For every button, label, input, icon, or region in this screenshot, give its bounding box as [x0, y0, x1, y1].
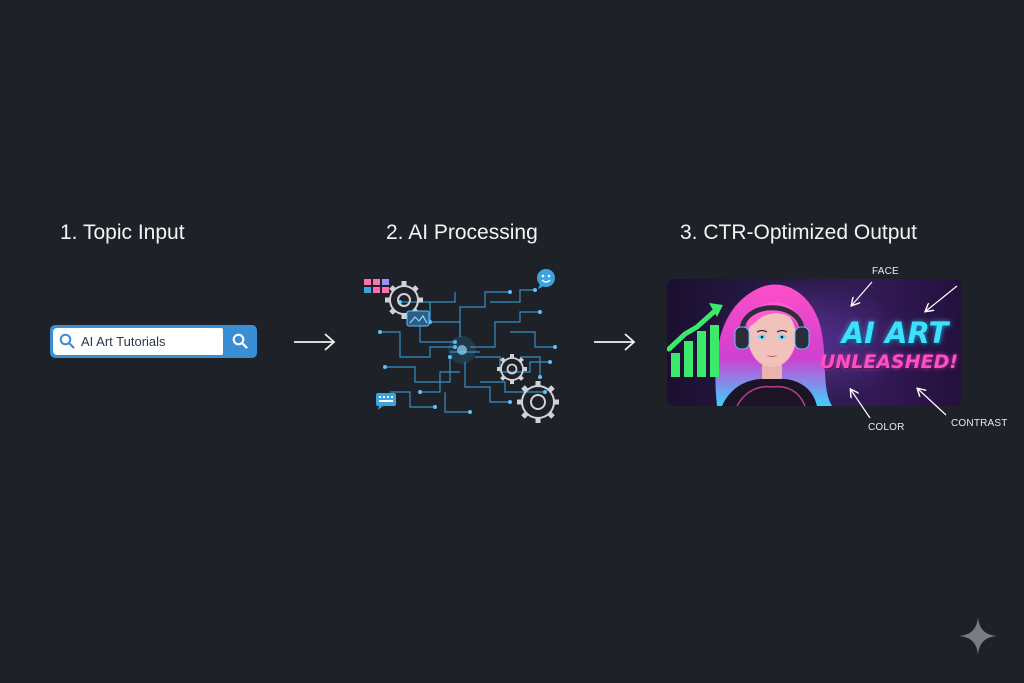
arrow-right-icon-2: [594, 333, 636, 351]
jacket: [722, 378, 817, 406]
thumbnail-title: AI ART: [841, 316, 949, 350]
growth-chart-icon: [667, 303, 723, 377]
chat-smiley-icon: [537, 269, 555, 289]
gear-icon-3: [517, 381, 559, 423]
annotation-color: COLOR: [868, 422, 905, 433]
annotation-contrast: CONTRAST: [951, 418, 1008, 429]
thumbnail-subtitle: UNLEASHED!: [819, 351, 959, 373]
headphones: [739, 305, 805, 335]
thumbnail-artwork: [667, 279, 907, 406]
grid-icon: [364, 279, 389, 293]
search-button[interactable]: [224, 325, 257, 358]
search-button-icon: [232, 333, 248, 349]
search-icon: [59, 333, 75, 349]
message-icon: [376, 393, 396, 410]
search-input[interactable]: AI Art Tutorials: [53, 328, 223, 355]
arrow-right-icon: [294, 333, 336, 351]
search-value: AI Art Tutorials: [81, 334, 166, 349]
gear-icon-2: [497, 354, 527, 384]
image-icon: [406, 310, 430, 327]
annotation-face: FACE: [872, 266, 899, 277]
face: [748, 307, 796, 367]
thumbnail-output: [667, 279, 962, 406]
ai-processing-graphic: [364, 269, 559, 423]
step-1-title: 1. Topic Input: [60, 221, 185, 244]
step-3-title: 3. CTR-Optimized Output: [680, 221, 917, 244]
sparkle-icon: [959, 617, 997, 655]
topic-search-box[interactable]: AI Art Tutorials: [50, 325, 257, 358]
step-2-title: 2. AI Processing: [386, 221, 538, 244]
core-dot: [457, 345, 467, 355]
